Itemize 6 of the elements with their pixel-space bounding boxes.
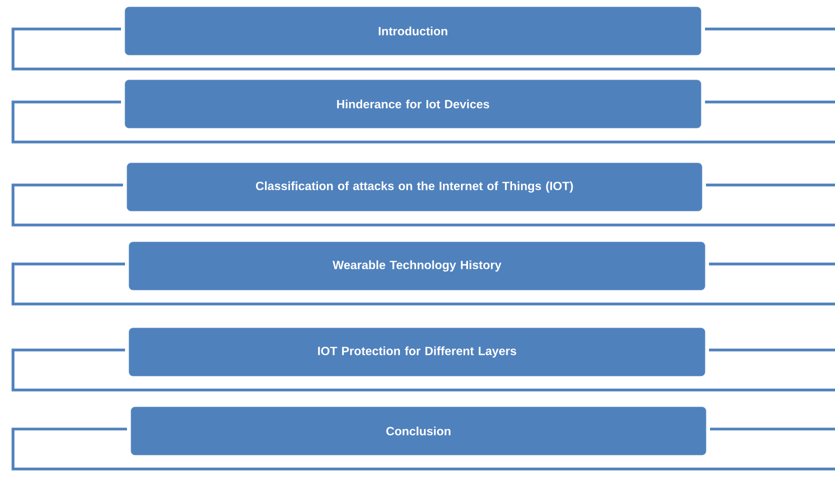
section-box: Introduction [124, 6, 702, 56]
section-box: Conclusion [130, 406, 706, 456]
section-box: Hinderance for Iot Devices [124, 80, 702, 128]
section-box: Wearable Technology History [128, 242, 706, 290]
section-box: IOT Protection for Different Layers [128, 328, 706, 376]
section-box: Classification of attacks on the Internet of Things (IOT) [126, 162, 702, 212]
